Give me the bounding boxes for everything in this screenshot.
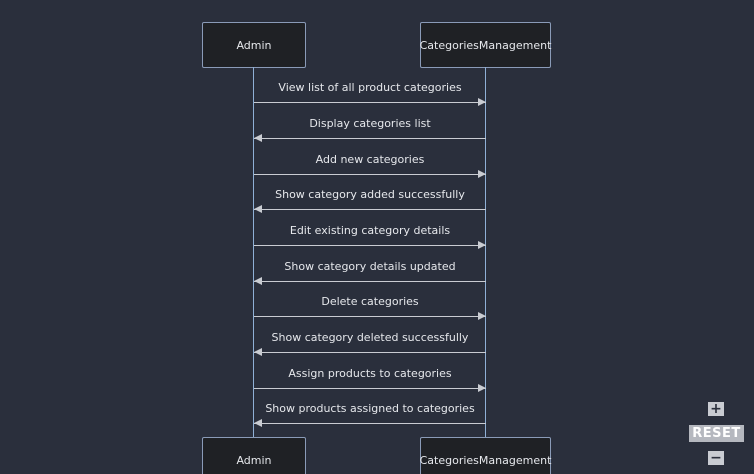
actor-categories-top-label: CategoriesManagement [419, 38, 552, 52]
reset-button-label: RESET [692, 426, 741, 441]
actor-admin-bottom-label: Admin [236, 453, 272, 467]
message-arrow-right [254, 170, 486, 178]
actor-categories-bottom: CategoriesManagement [420, 437, 551, 474]
message-arrow-left [254, 419, 486, 427]
minus-icon: − [710, 450, 722, 466]
message-label: Add new categories [315, 153, 425, 166]
message-arrow-left [254, 277, 486, 285]
message-arrow-right [254, 98, 486, 106]
lifeline-admin [253, 67, 254, 437]
message-label: Show category deleted successfully [271, 331, 469, 344]
actor-admin-bottom: Admin [202, 437, 306, 474]
message-label: Delete categories [321, 295, 419, 308]
message-arrow-left [254, 348, 486, 356]
message-label: Show category details updated [284, 260, 456, 273]
actor-admin-top-label: Admin [236, 38, 272, 52]
reset-button[interactable]: RESET [689, 425, 744, 442]
zoom-out-button[interactable]: − [708, 451, 724, 465]
message-label: Display categories list [309, 117, 431, 130]
message-arrow-left [254, 205, 486, 213]
message-arrow-left [254, 134, 486, 142]
lifeline-categories [485, 67, 486, 437]
message-arrow-right [254, 312, 486, 320]
message-arrow-right [254, 384, 486, 392]
message-label: Assign products to categories [288, 367, 452, 380]
zoom-in-button[interactable]: + [708, 402, 724, 416]
message-arrow-right [254, 241, 486, 249]
message-label: Show products assigned to categories [265, 402, 475, 415]
message-label: View list of all product categories [278, 81, 462, 94]
plus-icon: + [710, 401, 722, 417]
actor-admin-top: Admin [202, 22, 306, 68]
actor-categories-bottom-label: CategoriesManagement [419, 453, 552, 467]
message-label: Edit existing category details [289, 224, 451, 237]
message-label: Show category added successfully [275, 188, 465, 201]
actor-categories-top: CategoriesManagement [420, 22, 551, 68]
